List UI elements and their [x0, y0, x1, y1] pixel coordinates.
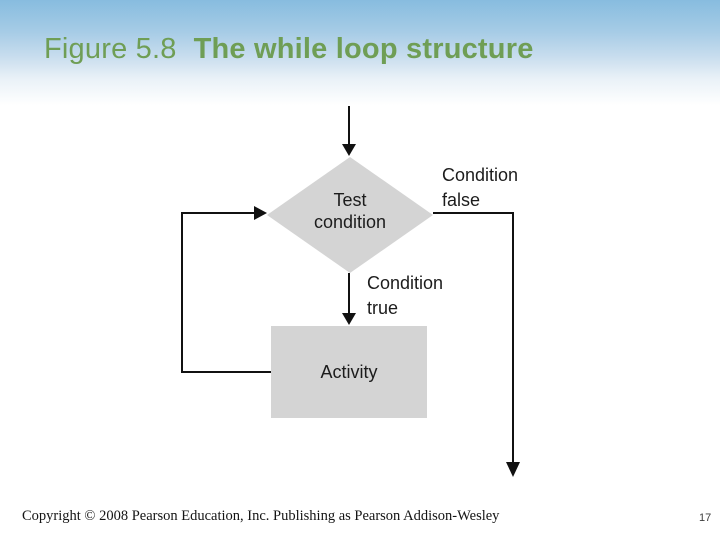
activity-label: Activity — [320, 362, 377, 382]
false-branch-label-line2: false — [442, 190, 480, 210]
true-branch-arrow — [342, 273, 356, 325]
slide-title: Figure 5.8 The while loop structure — [44, 33, 534, 66]
figure-number: Figure 5.8 — [44, 33, 177, 65]
false-branch-arrow — [433, 212, 520, 477]
activity-box — [271, 326, 427, 418]
decision-diamond — [267, 157, 433, 273]
figure-caption: The while loop structure — [193, 33, 534, 65]
loop-back-arrow — [181, 206, 271, 373]
true-branch-label-line1: Condition — [367, 273, 443, 293]
true-branch-label-line2: true — [367, 298, 398, 318]
false-branch-label-line1: Condition — [442, 165, 518, 185]
copyright-text: Copyright © 2008 Pearson Education, Inc.… — [22, 508, 500, 524]
decision-label-line1: Test — [333, 190, 366, 210]
page-number: 17 — [699, 512, 712, 524]
entry-arrow — [342, 106, 356, 156]
decision-label-line2: condition — [314, 212, 386, 232]
